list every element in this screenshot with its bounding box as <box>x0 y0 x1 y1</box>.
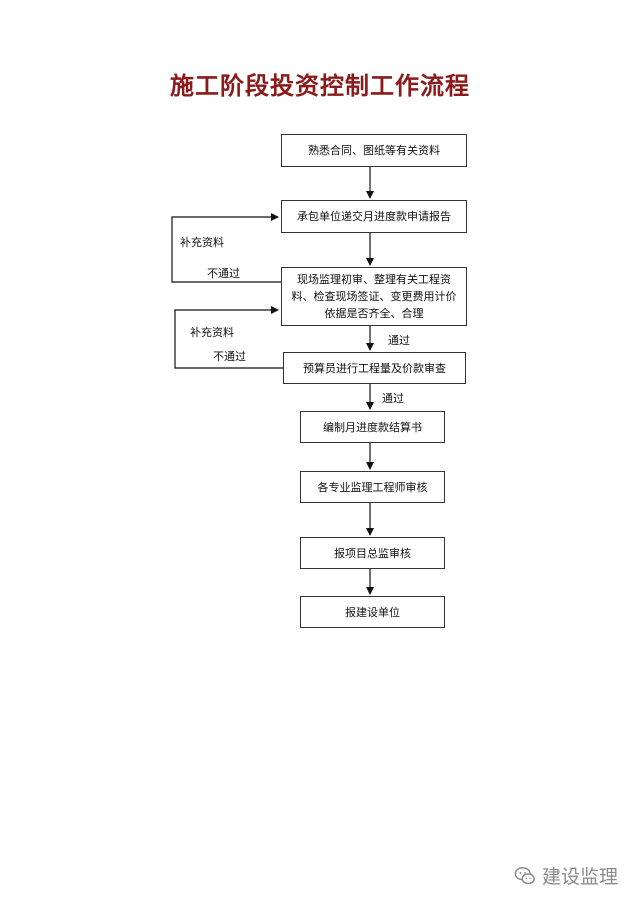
pass1-label: 通过 <box>388 334 410 347</box>
watermark: 建设监理 <box>514 862 618 889</box>
step-preliminary-review: 现场监理初审、整理有关工程资 料、检查现场签证、变更费用计价 依据是否齐全、合理 <box>281 267 467 326</box>
step-quantity-price-review: 预算员进行工程量及价款审查 <box>283 352 466 384</box>
loop1-fail-label: 不通过 <box>207 267 240 280</box>
step-preliminary-review-line1: 现场监理初审、整理有关工程资 <box>297 273 451 286</box>
watermark-text: 建设监理 <box>541 866 618 888</box>
step-submit-progress-report: 承包单位递交月进度款申请报告 <box>281 200 467 233</box>
step-preliminary-review-line3: 依据是否齐全、合理 <box>324 307 424 320</box>
loop2-return-arrow <box>174 306 283 369</box>
step-chief-supervisor-review: 报项目总监审核 <box>300 537 445 569</box>
loop2-fail-label: 不通过 <box>213 350 246 363</box>
wechat-icon <box>514 866 535 884</box>
step-engineer-review: 各专业监理工程师审核 <box>300 471 445 503</box>
step-prepare-settlement: 编制月进度款结算书 <box>300 411 445 443</box>
loop1-supplement-label: 补充资料 <box>180 236 224 249</box>
page-title: 施工阶段投资控制工作流程 <box>170 72 470 100</box>
loop1-return-arrow <box>171 213 281 283</box>
step-preliminary-review-line2: 料、检查现场签证、变更费用计价 <box>291 290 457 303</box>
step-familiarize-contract: 熟悉合同、图纸等有关资料 <box>281 134 467 167</box>
step-report-to-owner: 报建设单位 <box>300 596 445 628</box>
loop2-supplement-label: 补充资料 <box>190 326 234 339</box>
pass2-label: 通过 <box>382 392 404 405</box>
